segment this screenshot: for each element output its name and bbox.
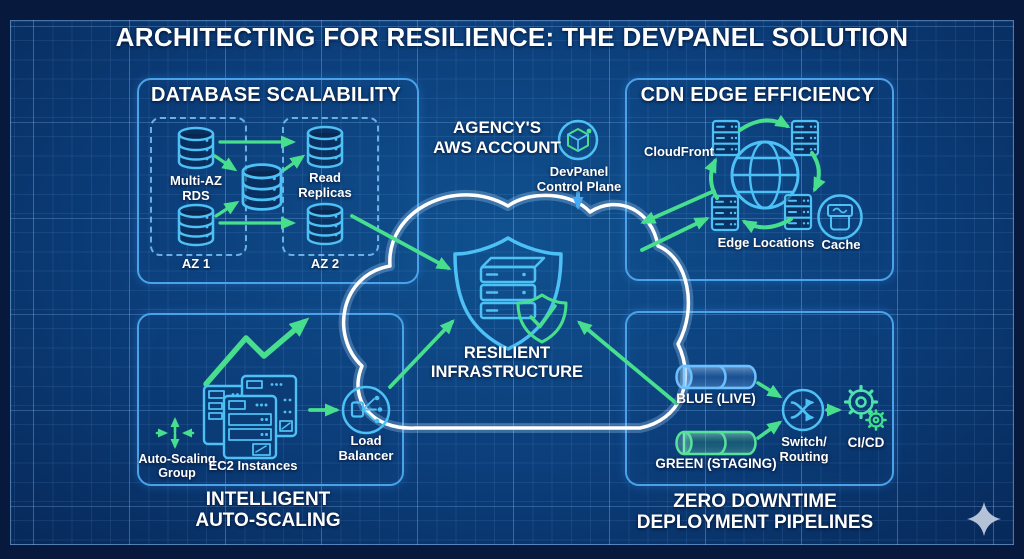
database-icon (306, 202, 344, 246)
panel-intelligent-autoscaling (137, 313, 404, 486)
database-icon (177, 126, 215, 170)
shield-icon (453, 236, 563, 351)
ec2-instances-icon (202, 374, 298, 460)
panel-zero-downtime (625, 311, 894, 486)
green-pipeline-icon (675, 430, 757, 456)
database-icon (177, 203, 215, 247)
aws-cloud-outline (338, 189, 694, 434)
sparkle-icon (967, 502, 1001, 536)
autoscaling-caption: INTELLIGENT AUTO-SCALING (195, 489, 341, 532)
devpanel-logo-icon (557, 119, 599, 161)
resilient-infrastructure-label: RESILIENT INFRASTRUCTURE (430, 344, 584, 382)
globe-icon (730, 140, 800, 210)
edge-locations-label: Edge Locations (717, 235, 815, 250)
cdn-panel-title: CDN EDGE EFFICIENCY (640, 84, 875, 106)
autoscaling-group-label: Auto-Scaling Group (138, 452, 216, 481)
switch-routing-icon (781, 388, 825, 432)
blue-live-label: BLUE (LIVE) (676, 391, 756, 406)
edge-server-icon (783, 193, 813, 231)
replication-arrows (213, 135, 306, 230)
edge-server-icon (790, 119, 820, 157)
green-staging-label: GREEN (STAGING) (655, 456, 777, 471)
blue-pipeline-icon (675, 364, 757, 390)
growth-arrow-icon (203, 317, 310, 387)
deployment-caption: ZERO DOWNTIME DEPLOYMENT PIPELINES (636, 491, 874, 534)
cicd-label: CI/CD (847, 435, 885, 450)
read-replicas-label: Read Replicas (298, 170, 352, 200)
autoscaling-icon (155, 417, 195, 449)
server-stack-icon (479, 256, 546, 320)
deployment-arrows (756, 381, 842, 440)
panel-cdn-edge-efficiency (625, 78, 894, 281)
cdn-circulation-arrows (704, 114, 826, 234)
az2-boundary-box (282, 117, 379, 256)
edge-server-icon (710, 194, 740, 232)
load-balancer-label: Load Balancer (338, 433, 394, 463)
aws-account-label: AGENCY'S AWS ACCOUNT (433, 118, 561, 158)
az2-label: AZ 2 (310, 256, 340, 271)
database-panel-title: DATABASE SCALABILITY (151, 84, 401, 106)
switch-routing-label: Switch/ Routing (779, 434, 829, 464)
az1-label: AZ 1 (181, 256, 211, 271)
cloudfront-label: CloudFront (643, 144, 715, 159)
flow-arrows (350, 189, 716, 405)
load-balancer-icon (341, 385, 391, 435)
database-icon (241, 163, 283, 211)
main-title: ARCHITECTING FOR RESILIENCE: THE DEVPANE… (115, 22, 909, 52)
shield-check-icon (516, 293, 568, 344)
cache-icon (817, 194, 863, 240)
multi-az-rds-label: Multi-AZ RDS (170, 173, 222, 203)
database-icon (306, 125, 344, 169)
panel-database-scalability (137, 78, 419, 284)
cicd-icon (843, 384, 887, 431)
devpanel-control-plane-label: DevPanel Control Plane (536, 164, 622, 194)
ec2-instances-label: EC2 Instances (208, 458, 298, 473)
cache-label: Cache (821, 237, 861, 252)
